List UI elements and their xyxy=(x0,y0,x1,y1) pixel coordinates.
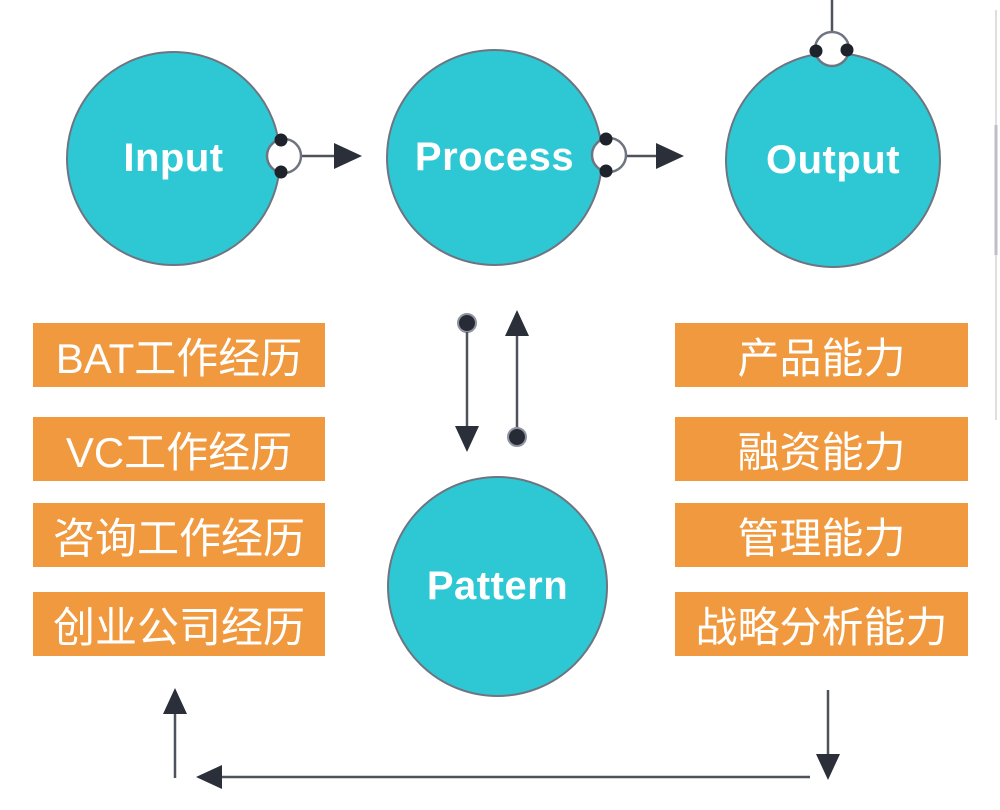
node-process-label: Process xyxy=(414,135,575,179)
arrow-output-feedback-down[interactable] xyxy=(816,690,840,780)
output-item-strategy[interactable]: 战略分析能力 xyxy=(675,592,968,656)
connector-port-process[interactable] xyxy=(590,132,628,178)
output-item-financing[interactable]: 融资能力 xyxy=(675,417,968,481)
arrow-left-icon xyxy=(196,765,222,789)
node-output[interactable]: Output xyxy=(725,52,941,268)
connector-port-output[interactable] xyxy=(809,30,854,68)
feedback-line-horizontal[interactable] xyxy=(196,765,810,789)
arrow-right-icon xyxy=(656,143,684,169)
input-item-bat-label: BAT工作经历 xyxy=(55,334,303,382)
output-item-financing-label: 融资能力 xyxy=(737,428,906,476)
output-item-product[interactable]: 产品能力 xyxy=(675,323,968,387)
port-dot-bottom xyxy=(274,165,288,179)
input-item-consulting-label: 咨询工作经历 xyxy=(52,514,305,562)
input-item-startup[interactable]: 创业公司经历 xyxy=(33,592,325,656)
node-input[interactable]: Input xyxy=(66,51,281,266)
node-pattern-label: Pattern xyxy=(426,564,569,608)
input-item-startup-label: 创业公司经历 xyxy=(52,603,305,651)
port-dot-top xyxy=(599,132,613,146)
arrow-pattern-to-process-up[interactable] xyxy=(505,310,529,447)
arrow-up-icon xyxy=(163,688,187,714)
output-item-strategy-label: 战略分析能力 xyxy=(695,603,948,651)
endpoint-dot xyxy=(457,313,477,333)
node-pattern[interactable]: Pattern xyxy=(387,476,608,697)
input-item-vc-label: VC工作经历 xyxy=(65,428,293,476)
arrow-down-icon xyxy=(816,754,840,780)
arrow-process-to-output[interactable] xyxy=(627,143,684,169)
port-dot-bottom xyxy=(599,164,613,178)
input-item-bat[interactable]: BAT工作经历 xyxy=(33,323,325,387)
port-dot-right xyxy=(840,43,854,57)
arrow-down-icon xyxy=(455,426,479,452)
node-output-label: Output xyxy=(765,137,901,182)
node-process[interactable]: Process xyxy=(386,49,603,266)
output-item-management-label: 管理能力 xyxy=(737,514,906,562)
output-item-management[interactable]: 管理能力 xyxy=(675,503,968,567)
port-dot-top xyxy=(274,133,288,147)
input-item-consulting[interactable]: 咨询工作经历 xyxy=(33,503,325,567)
port-dot-left xyxy=(809,44,823,58)
arrow-process-to-pattern-down[interactable] xyxy=(455,313,479,452)
arrow-input-to-process[interactable] xyxy=(302,143,362,169)
node-input-label: Input xyxy=(123,136,224,180)
output-item-product-label: 产品能力 xyxy=(737,334,906,382)
arrow-feedback-up-to-input[interactable] xyxy=(163,688,187,778)
arrow-right-icon xyxy=(334,143,362,169)
arrow-up-icon xyxy=(505,310,529,336)
input-item-vc[interactable]: VC工作经历 xyxy=(33,417,325,481)
endpoint-dot xyxy=(507,427,527,447)
connector-port-input[interactable] xyxy=(265,133,303,179)
